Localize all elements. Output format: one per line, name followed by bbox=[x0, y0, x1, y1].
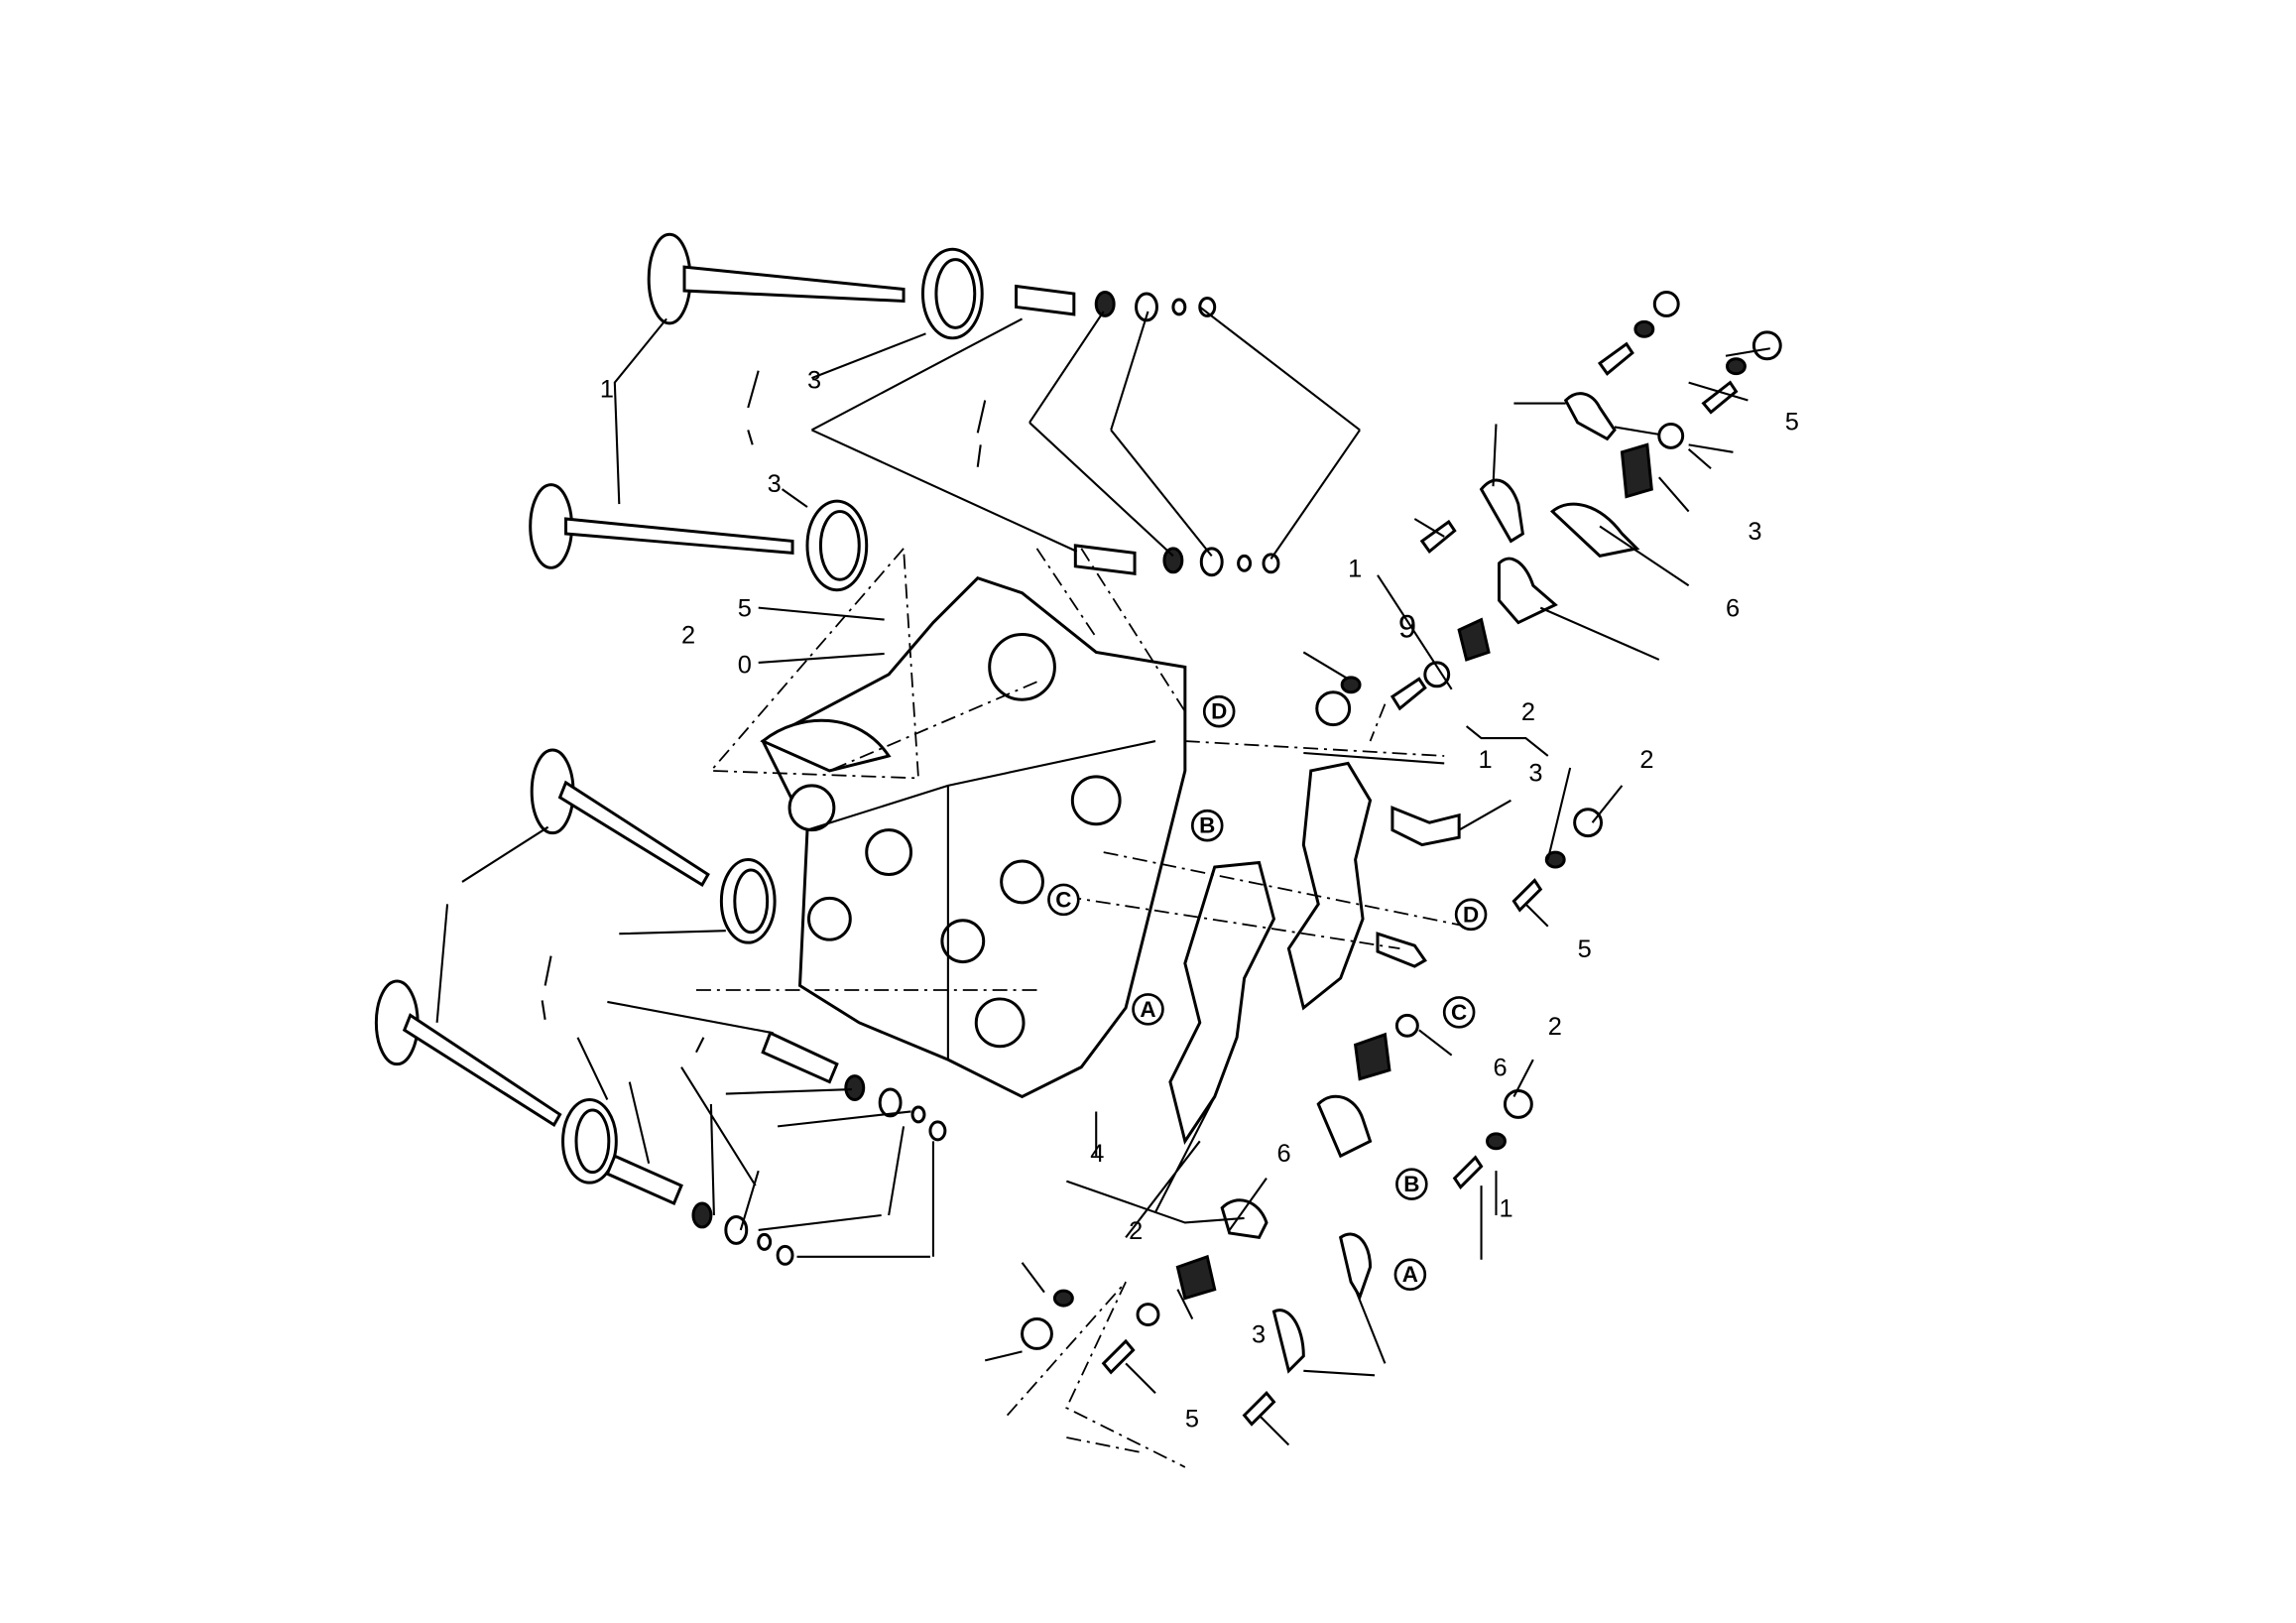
cylinder-head-block bbox=[760, 576, 1187, 1099]
brackets bbox=[541, 370, 1549, 1224]
callout-c-2: C bbox=[1442, 996, 1476, 1029]
callout-d-2: D bbox=[1454, 898, 1488, 932]
valve-guide-set-upper bbox=[1015, 284, 1280, 577]
valve-seat-upper-1 bbox=[920, 247, 984, 340]
valve-guide-set-lower bbox=[605, 1031, 947, 1266]
svg-text:A: A bbox=[1140, 997, 1155, 1022]
rocker-assembly-upper bbox=[1315, 291, 1782, 727]
part-label: 5 bbox=[1785, 408, 1799, 436]
part-label: 2 bbox=[1639, 746, 1653, 774]
valve-seat-upper-2 bbox=[805, 499, 869, 592]
part-label: 3 bbox=[768, 470, 782, 498]
svg-text:C: C bbox=[1451, 1000, 1467, 1025]
part-label: 2 bbox=[681, 621, 695, 649]
part-label: 3 bbox=[1748, 518, 1761, 546]
svg-text:C: C bbox=[1055, 887, 1071, 912]
part-label: 2 bbox=[1548, 1013, 1562, 1041]
part-label: 1 bbox=[600, 376, 614, 404]
callout-a-2: A bbox=[1393, 1258, 1427, 1292]
part-label: 3 bbox=[1528, 759, 1542, 787]
callout-b-1: B bbox=[1190, 809, 1224, 842]
part-label: 1 bbox=[1479, 746, 1493, 774]
part-label: 4 bbox=[1090, 1140, 1104, 1168]
callout-d-1: D bbox=[1202, 694, 1236, 728]
svg-text:D: D bbox=[1463, 902, 1479, 927]
callout-b-2: B bbox=[1395, 1168, 1428, 1200]
svg-text:B: B bbox=[1199, 813, 1215, 838]
valve-upper-2 bbox=[529, 483, 794, 569]
part-label: 3 bbox=[1252, 1320, 1266, 1348]
part-label: 2 bbox=[1129, 1217, 1143, 1245]
part-label: 2 bbox=[1521, 698, 1535, 726]
part-label: 5 bbox=[1185, 1406, 1199, 1434]
part-label: 6 bbox=[1493, 1055, 1507, 1082]
part-label: 1 bbox=[1348, 555, 1362, 582]
part-label: 6 bbox=[1276, 1140, 1290, 1168]
valve-upper-1 bbox=[647, 232, 906, 325]
part-label: 1 bbox=[1499, 1194, 1512, 1222]
part-label: 5 bbox=[1578, 936, 1592, 963]
part-label: 5 bbox=[738, 595, 752, 623]
leader-lines bbox=[435, 306, 1770, 1446]
dashed-axis-lines bbox=[695, 548, 1467, 1468]
svg-text:D: D bbox=[1211, 699, 1227, 724]
valve-lower-1 bbox=[530, 748, 777, 944]
rocker-assembly-lower bbox=[1021, 806, 1604, 1427]
valve-lower-2 bbox=[374, 979, 618, 1185]
svg-text:A: A bbox=[1402, 1262, 1418, 1287]
part-label: 0 bbox=[738, 651, 752, 679]
callout-a-1: A bbox=[1132, 993, 1164, 1026]
svg-text:B: B bbox=[1403, 1172, 1419, 1196]
callout-c-1: C bbox=[1047, 883, 1080, 917]
part-label: 3 bbox=[807, 367, 821, 395]
part-label: 6 bbox=[1726, 595, 1740, 623]
part-label-9: 9 bbox=[1398, 608, 1416, 645]
camshaft-caps bbox=[1168, 761, 1373, 1145]
